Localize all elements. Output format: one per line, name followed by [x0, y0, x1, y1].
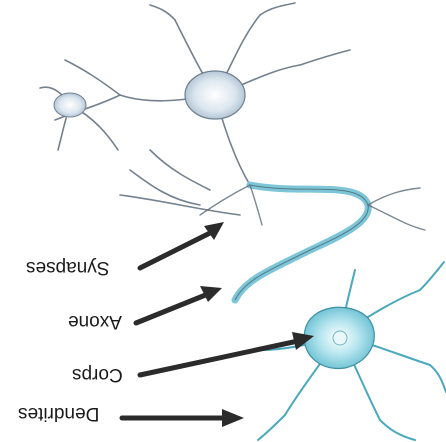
upper-cell-body [185, 71, 245, 119]
label-synapses: Synapses [26, 258, 109, 277]
arrow-axone [136, 294, 208, 323]
arrow-synapses [140, 232, 212, 268]
label-dendrites: Dendrites [18, 404, 99, 423]
label-axone: Axone [68, 312, 122, 331]
small-cell-body [54, 93, 86, 117]
nucleus [333, 331, 347, 345]
arrow-corps [140, 341, 298, 375]
arrow-dendrites-head [222, 409, 244, 427]
arrow-synapses-head [204, 222, 224, 240]
pointer-arrows [122, 222, 314, 427]
label-corps: Corps [72, 365, 123, 384]
